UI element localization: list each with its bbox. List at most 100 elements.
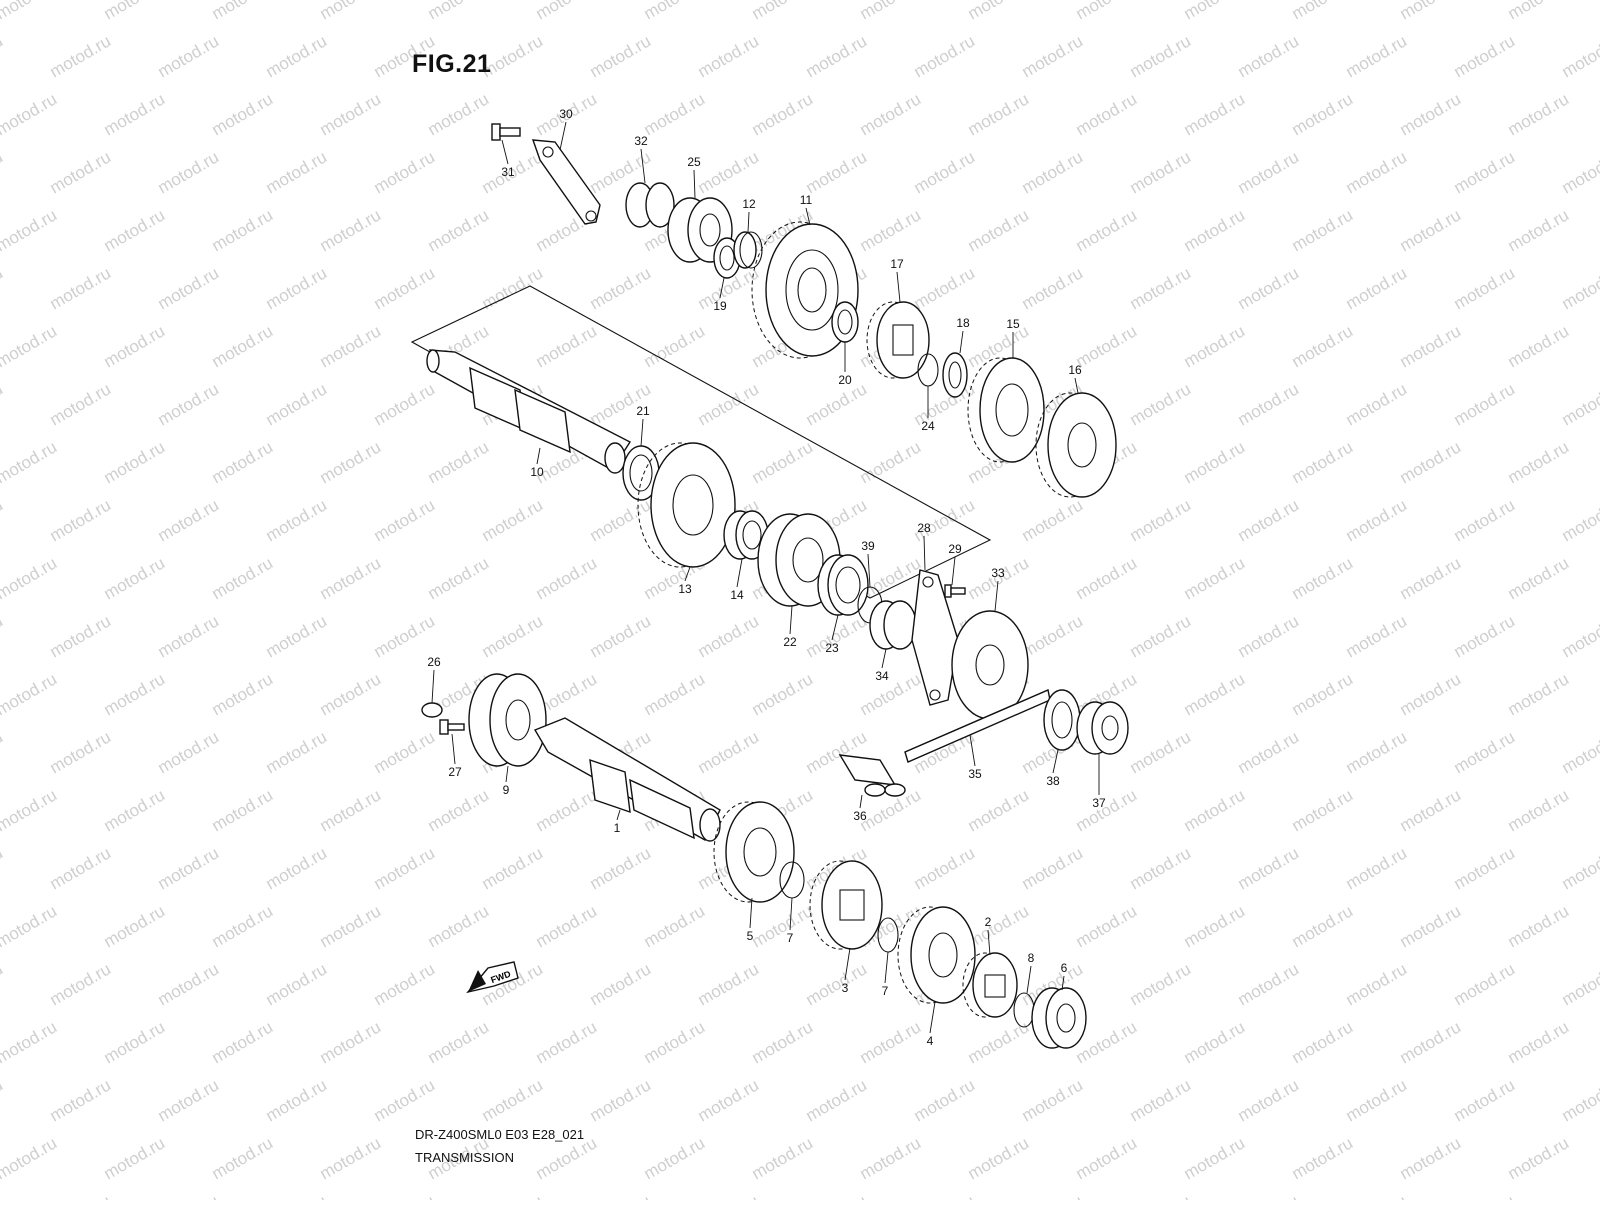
callout-30: 30 (559, 107, 573, 121)
watermark-text: motod.ru (209, 785, 277, 835)
watermark-text: motod.ru (317, 785, 385, 835)
watermark-text: motod.ru (47, 611, 115, 661)
watermark-text: motod.ru (533, 785, 601, 835)
watermark-text: motod.ru (0, 437, 60, 487)
watermark-text: motod.ru (911, 263, 979, 313)
part-18-washer (943, 353, 967, 397)
watermark-text: motod.ru (587, 843, 655, 893)
watermark-text: motod.ru (317, 89, 385, 139)
watermark-text: motod.ru (1559, 611, 1600, 661)
callout-leader-29 (952, 557, 955, 585)
watermark-text: motod.ru (155, 611, 223, 661)
watermark-text: motod.ru (857, 205, 925, 255)
watermark-text: motod.ru (0, 1017, 60, 1067)
watermark-text: motod.ru (965, 89, 1033, 139)
callout-9: 9 (503, 783, 510, 797)
callout-36: 36 (853, 809, 867, 823)
part-38-lock-washer (1044, 690, 1080, 750)
callout-7: 7 (882, 984, 889, 998)
callout-19: 19 (713, 299, 727, 313)
part-20-washer (832, 302, 858, 342)
callout-leader-36 (860, 795, 862, 808)
figure-title: FIG.21 (412, 50, 491, 79)
watermark-text: motod.ru (479, 1191, 547, 1200)
watermark-text: motod.ru (1397, 321, 1465, 371)
watermark-text: motod.ru (911, 31, 979, 81)
callout-37: 37 (1092, 796, 1106, 810)
watermark-text: motod.ru (263, 1075, 331, 1125)
watermark-text: motod.ru (155, 147, 223, 197)
watermark-text: motod.ru (1451, 843, 1519, 893)
callout-6: 6 (1061, 961, 1068, 975)
watermark-text: motod.ru (47, 1075, 115, 1125)
callout-39: 39 (861, 539, 875, 553)
watermark-text: motod.ru (1343, 31, 1411, 81)
watermark-text: motod.ru (1559, 263, 1600, 313)
watermark-text: motod.ru (803, 959, 871, 1009)
watermark-text: motod.ru (1235, 843, 1303, 893)
callout-22: 22 (783, 635, 797, 649)
callout-8: 8 (1028, 951, 1035, 965)
watermark-text: motod.ru (1451, 495, 1519, 545)
watermark-text: motod.ru (0, 611, 6, 661)
watermark-text: motod.ru (857, 0, 925, 23)
watermark-text: motod.ru (425, 205, 493, 255)
watermark-text: motod.ru (587, 611, 655, 661)
watermark-text: motod.ru (1289, 1133, 1357, 1183)
watermark-text: motod.ru (479, 495, 547, 545)
callout-11: 11 (800, 193, 813, 207)
part-23-seal (818, 555, 868, 615)
watermark-text: motod.ru (587, 959, 655, 1009)
watermark-text: motod.ru (1505, 205, 1573, 255)
watermark-text: motod.ru (1235, 495, 1303, 545)
callout-2: 2 (985, 915, 992, 929)
watermark-text: motod.ru (749, 1133, 817, 1183)
watermark-text: motod.ru (425, 553, 493, 603)
callout-leader-10 (537, 448, 540, 464)
watermark-text: motod.ru (101, 0, 169, 23)
watermark-text: motod.ru (1505, 901, 1573, 951)
watermark-text: motod.ru (1451, 1191, 1519, 1200)
watermark-text: motod.ru (1397, 205, 1465, 255)
watermark-text: motod.ru (1559, 1075, 1600, 1125)
watermark-text: motod.ru (1397, 785, 1465, 835)
watermark-text: motod.ru (263, 495, 331, 545)
watermark-text: motod.ru (371, 611, 439, 661)
watermark-text: motod.ru (1289, 205, 1357, 255)
watermark-text: motod.ru (1235, 263, 1303, 313)
watermark-text: motod.ru (209, 205, 277, 255)
callout-leader-1 (617, 810, 620, 820)
watermark-text: motod.ru (1127, 263, 1195, 313)
part-34-spacer (870, 601, 916, 649)
watermark-text: motod.ru (533, 0, 601, 23)
watermark-text: motod.ru (1289, 321, 1357, 371)
watermark-text: motod.ru (1289, 89, 1357, 139)
watermark-text: motod.ru (0, 553, 60, 603)
callout-14: 14 (730, 588, 744, 602)
watermark-text: motod.ru (1343, 1191, 1411, 1200)
watermark-text: motod.ru (695, 1191, 763, 1200)
callout-leader-22 (790, 606, 792, 634)
watermark-text: motod.ru (695, 147, 763, 197)
watermark-text: motod.ru (209, 0, 277, 23)
watermark-text: motod.ru (1397, 1133, 1465, 1183)
watermark-text: motod.ru (1073, 205, 1141, 255)
watermark-text: motod.ru (371, 843, 439, 893)
watermark-text: motod.ru (587, 263, 655, 313)
watermark-text: motod.ru (1559, 727, 1600, 777)
watermark-text: motod.ru (317, 669, 385, 719)
watermark-text: motod.ru (155, 263, 223, 313)
watermark-text: motod.ru (1559, 495, 1600, 545)
watermark-text: motod.ru (1343, 263, 1411, 313)
part-29-screw (945, 585, 965, 597)
callout-29: 29 (948, 542, 962, 556)
watermark-text: motod.ru (0, 321, 60, 371)
part-26-stopper (422, 703, 442, 717)
watermark-text: motod.ru (1289, 553, 1357, 603)
watermark-text: motod.ru (1181, 669, 1249, 719)
callout-16: 16 (1068, 363, 1082, 377)
watermark-text: motod.ru (101, 669, 169, 719)
watermark-text: motod.ru (263, 611, 331, 661)
watermark-text: motod.ru (1127, 727, 1195, 777)
watermark-text: motod.ru (317, 1133, 385, 1183)
